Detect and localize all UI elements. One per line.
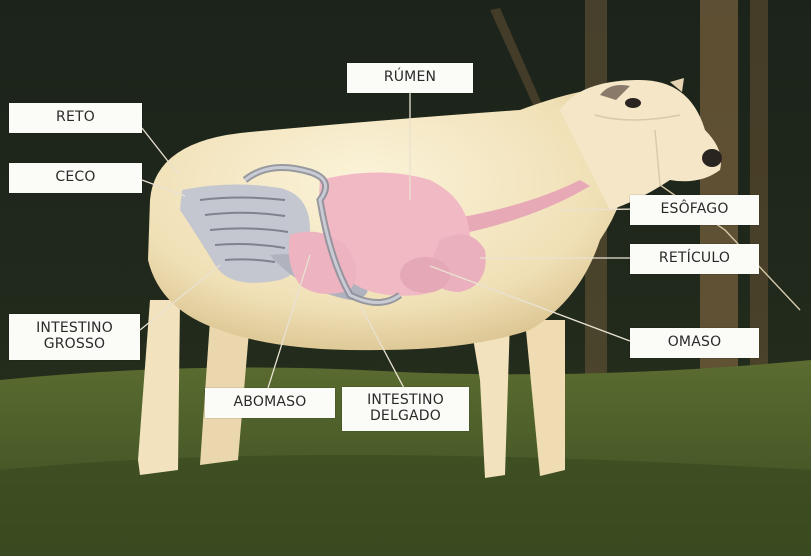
label-omaso: OMASO — [630, 328, 759, 358]
label-reticulo: RETÍCULO — [630, 244, 759, 274]
sheep-eye — [625, 98, 641, 108]
tree-trunk — [750, 0, 768, 380]
label-ceco: CECO — [9, 163, 142, 193]
label-rumen: RÚMEN — [347, 63, 473, 93]
omasum — [400, 257, 450, 293]
label-abomaso: ABOMASO — [205, 388, 335, 418]
label-esofago: ESÔFAGO — [630, 195, 759, 225]
sheep-nose — [702, 149, 722, 167]
label-intestino-delgado: INTESTINO DELGADO — [342, 387, 469, 431]
label-intestino-grosso: INTESTINO GROSSO — [9, 314, 140, 360]
label-reto: RETO — [9, 103, 142, 133]
